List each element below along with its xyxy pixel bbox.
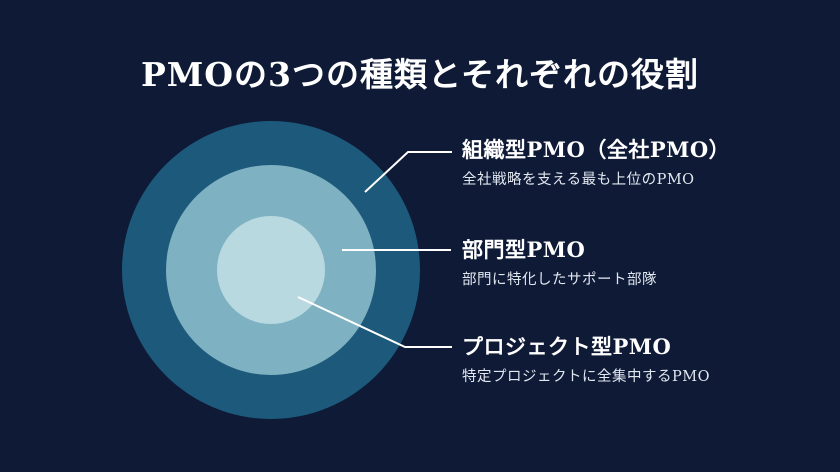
label-departmental-pmo: 部門型PMO 部門に特化したサポート部隊 <box>462 237 657 290</box>
label-departmental-pmo-heading: 部門型PMO <box>462 237 586 262</box>
connector-line-project <box>297 296 452 348</box>
label-organizational-pmo-description: 全社戦略を支える最も上位のPMO <box>462 172 695 188</box>
ring-project-circle <box>217 216 325 324</box>
label-project-pmo-heading: プロジェクト型PMO <box>462 334 672 359</box>
label-departmental-pmo-description: 部門に特化したサポート部隊 <box>462 272 657 288</box>
label-project-pmo-description: 特定プロジェクトに全集中するPMO <box>462 369 710 385</box>
connector-line-organizational <box>364 151 452 193</box>
page-title: PMOの3つの種類とそれぞれの役割 <box>140 55 700 95</box>
label-organizational-pmo-heading: 組織型PMO（全社PMO） <box>462 137 731 162</box>
label-project-pmo: プロジェクト型PMO 特定プロジェクトに全集中するPMO <box>462 334 710 387</box>
label-organizational-pmo: 組織型PMO（全社PMO） 全社戦略を支える最も上位のPMO <box>462 137 730 190</box>
